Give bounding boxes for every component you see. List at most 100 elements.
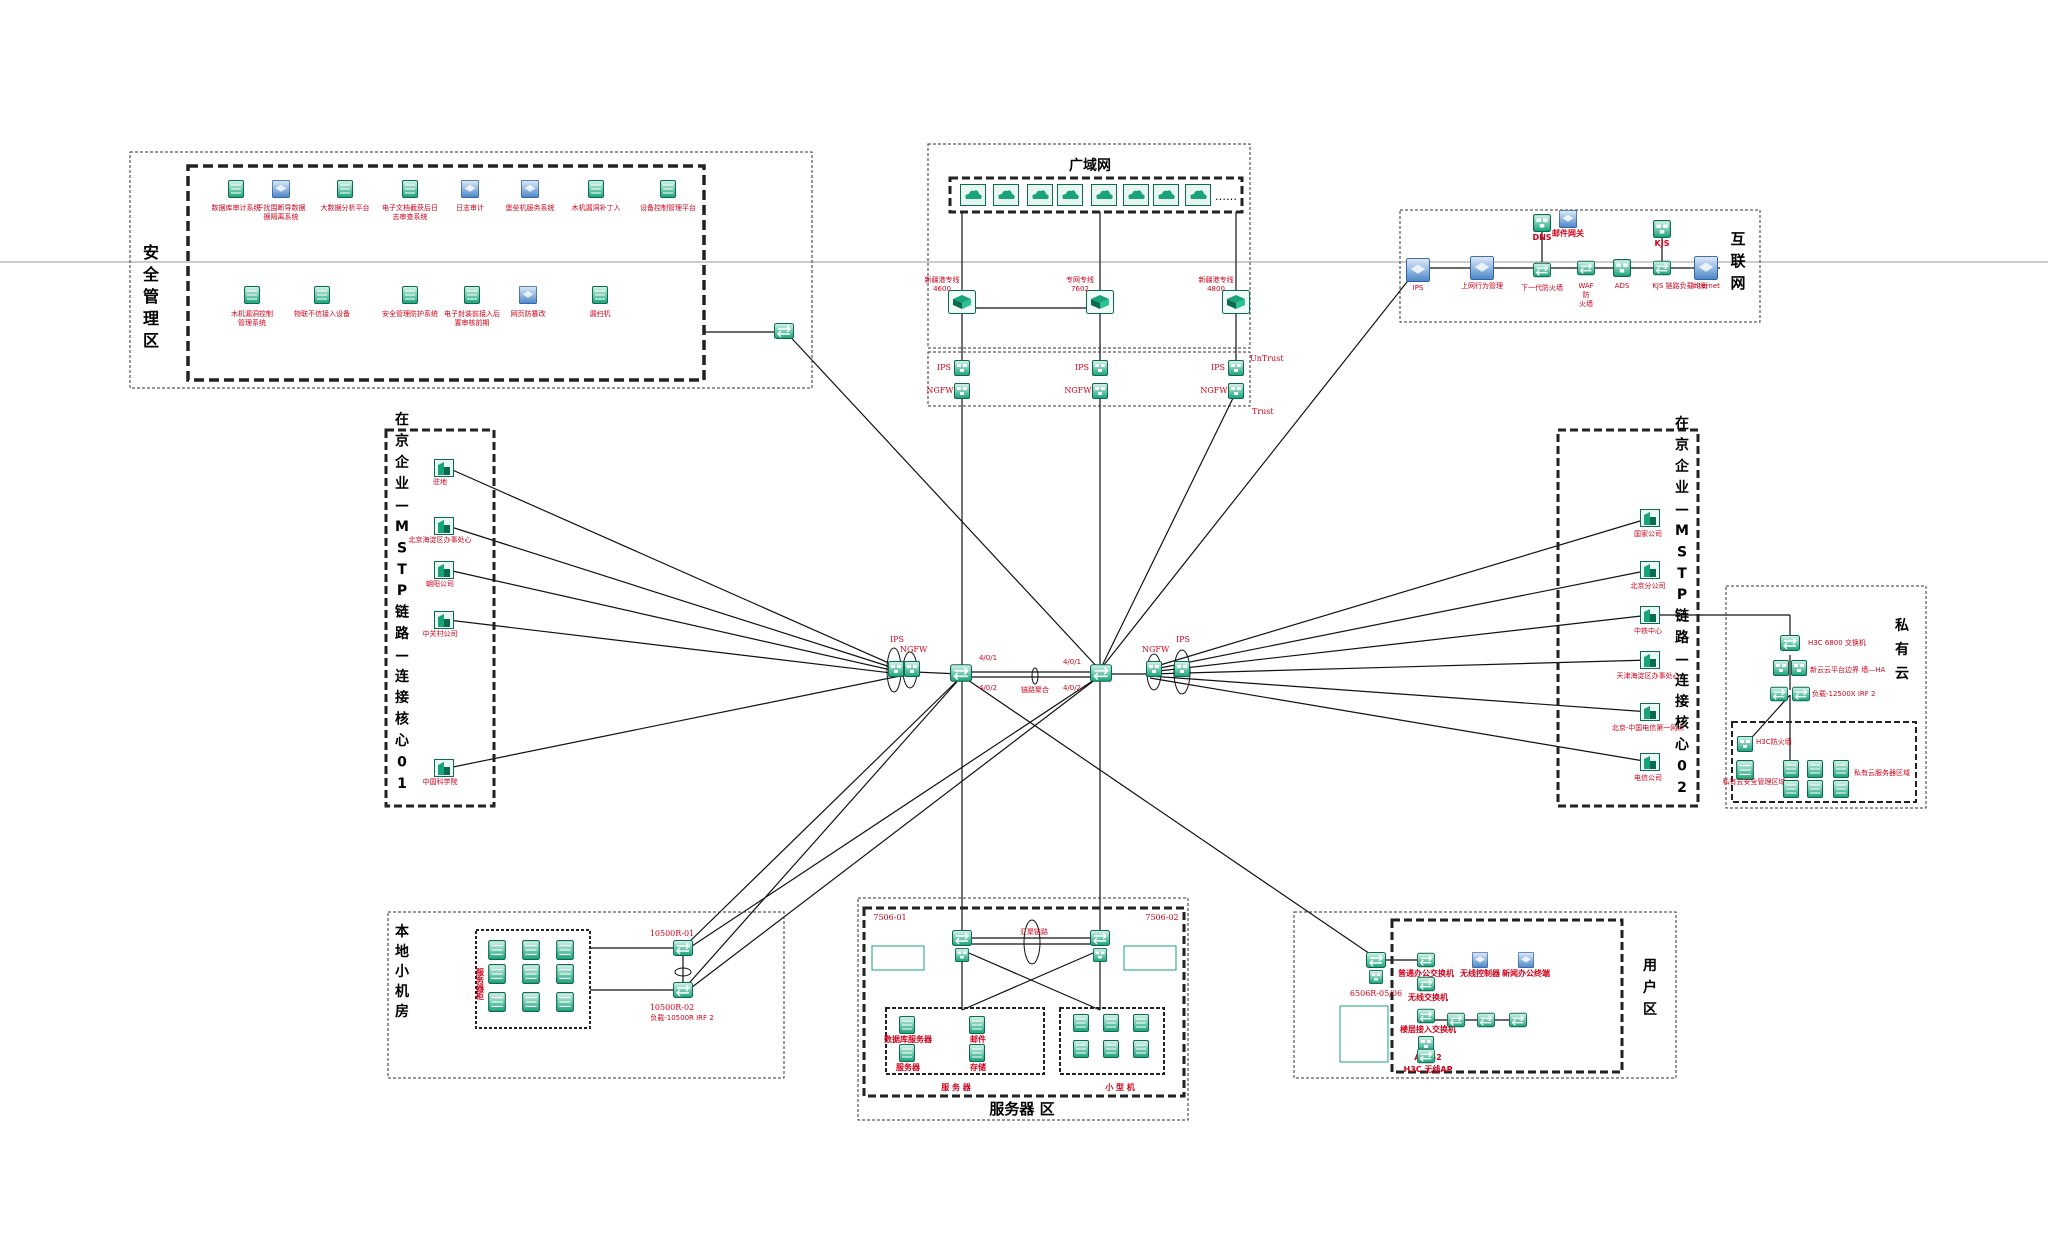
local-room-switch-01-label: 10500R-01 [650, 929, 694, 938]
user-zone-device-label: H3C 无线AP [1404, 1064, 1453, 1074]
pc-sub1-label: 私有云安全管理区域 [1723, 777, 1786, 786]
wan-ips-icon [1228, 360, 1244, 376]
mstp1-building-icon [434, 561, 454, 579]
pc-h3c-firewall-icon [1736, 736, 1754, 752]
security-device-label: 网页防篡改 [511, 309, 546, 318]
mstp1-building-icon [434, 517, 454, 535]
wan-ngfw-icon [954, 383, 970, 399]
security-device-icon [336, 180, 354, 198]
wan-cloud-icon [993, 184, 1019, 206]
user-zone-device-icon [1417, 976, 1435, 992]
connection-lines [447, 212, 1791, 1021]
core-switch-02-icon [1090, 664, 1112, 682]
internet-device-icon [1694, 256, 1718, 280]
server-zone-server-label: 数据库服务器 [884, 1034, 933, 1044]
mstp2-building-icon [1640, 606, 1660, 624]
wan-cloud-icon [1153, 184, 1179, 206]
server-zone-fw-02-icon [1092, 948, 1108, 962]
local-room-server-icon [522, 964, 540, 984]
internet-top-device-icon [1533, 214, 1551, 232]
security-device-icon [313, 286, 331, 304]
wan-cloud-icon [960, 184, 986, 206]
security-device-icon [521, 180, 539, 198]
local-room-server-icon [488, 940, 506, 960]
local-room-server-icon [522, 940, 540, 960]
mstp1-site-label: 驻地 [433, 477, 447, 486]
internet-device-icon [1613, 259, 1631, 277]
wan-ips-icon [1092, 360, 1108, 376]
pc-irf-switch-2-icon [1792, 686, 1810, 702]
server-zone-switch-02-icon [1090, 930, 1110, 946]
wan-router-icon [1086, 290, 1114, 314]
user-zone-device-label: 无线交换机 [1407, 992, 1448, 1002]
wan-ellipsis: …… [1215, 190, 1237, 203]
server-zone-server-icon [898, 1044, 916, 1062]
pc-firewall-label: 新云云平台边界 墙—HA [1810, 665, 1885, 674]
wan-ngfw-label: NGFW [926, 386, 954, 395]
server-zone-switch-01-icon [952, 930, 972, 946]
security-device-label: 漏扫机 [590, 309, 611, 318]
server-zone-switch-01-label: 7506-01 [873, 913, 906, 922]
local-room-irf-label: 负载-10500R IRF 2 [650, 1013, 714, 1022]
mstp2-building-icon [1640, 753, 1660, 771]
wan-ips-label: IPS [1211, 363, 1225, 372]
pc-h3c-firewall-label: H3C防火墙 [1756, 737, 1792, 746]
security-device-label: 大数据分析平台 [321, 203, 370, 212]
server-zone-lag-label: 汇聚链路 [1020, 927, 1048, 936]
mstp2-building-icon [1640, 509, 1660, 527]
mstp2-site-label: 北京-中国电信第一网点 [1612, 723, 1685, 732]
internet-device-label: Internet [1692, 282, 1720, 290]
server-zone-server-icon [968, 1016, 986, 1034]
server-zone-server-icon [898, 1016, 916, 1034]
wan-ngfw-icon [1228, 383, 1244, 399]
local-room-server-icon [556, 992, 574, 1012]
pc-server-icon [1782, 780, 1800, 798]
security-device-icon [227, 180, 245, 198]
mstp1-site-label: 北京海淀区办事处心 [409, 535, 472, 544]
internet-top-device-label: 邮件网关 [1552, 228, 1584, 238]
security-device-label: 堡垒机服务系统 [506, 203, 555, 212]
pc-server-icon [1832, 780, 1850, 798]
security-device-label: 数据库审计系统 [212, 203, 261, 212]
security-device-icon [463, 286, 481, 304]
security-device-icon [587, 180, 605, 198]
internet-device-icon [1470, 256, 1494, 280]
user-zone-title: 用户区 [1643, 958, 1657, 1018]
pc-firewall-ha-icon [1772, 660, 1790, 676]
local-room-server-icon [522, 992, 540, 1012]
security-device-icon [519, 286, 537, 304]
user-zone-device-label: 无线控制器 [1459, 968, 1501, 978]
wan-router-icon [1222, 290, 1250, 314]
user-zone-access-switch-icon [1477, 1012, 1495, 1028]
mstp1-building-icon [434, 459, 454, 477]
mstp2-site-label: 天津海淀区办事处心 [1617, 671, 1680, 680]
server-zone-server-label: 存储 [969, 1062, 986, 1072]
local-room-switch-02-label: 10500R-02 [650, 1003, 694, 1012]
mstp2-building-icon [1640, 651, 1660, 669]
pc-mgmt-server-icon [1736, 760, 1754, 780]
core-port-label: 4/0/2 [1063, 684, 1081, 692]
security-device-icon [659, 180, 677, 198]
pc-irf-label: 负载-12500X IRF 2 [1812, 689, 1875, 698]
internet-top-device-label: DNS [1532, 233, 1551, 242]
internet-zone-title: 互联网 [1730, 230, 1746, 292]
local-room-server-icon [556, 940, 574, 960]
pc-server-icon [1782, 760, 1800, 778]
mstp1-building-icon [434, 759, 454, 777]
wan-cloud-icon [1027, 184, 1053, 206]
local-room-zone-title: 本地小机房 [395, 923, 410, 1020]
core-port-label: 4/0/1 [979, 654, 997, 662]
security-device-icon [401, 286, 419, 304]
internet-device-label: IPS [1413, 284, 1424, 292]
internet-device-icon [1577, 260, 1595, 276]
server-zone-minicomputer-icon [1072, 1014, 1090, 1032]
wan-ngfw-label: NGFW [1064, 386, 1092, 395]
